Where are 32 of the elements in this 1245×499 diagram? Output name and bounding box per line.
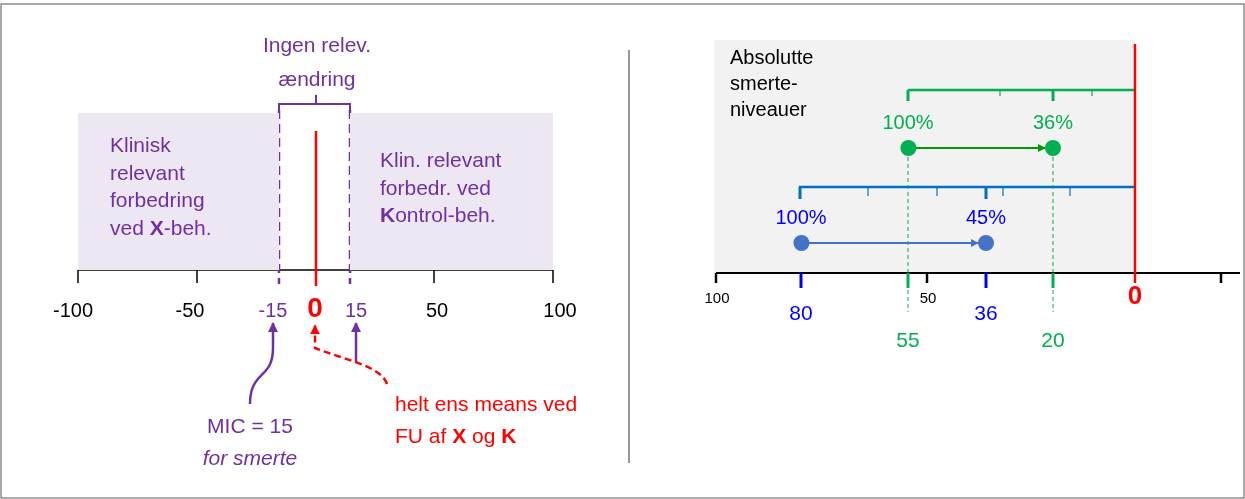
region-label: Klinisk relevant forbedring ved X-beh.: [110, 132, 213, 242]
percent-label: 36%: [1033, 110, 1073, 134]
tick-label: -100: [53, 298, 93, 322]
leader-line: [351, 322, 361, 362]
shaded-region: [350, 113, 553, 270]
tick-label: 50: [919, 289, 937, 307]
tick-label: 15: [344, 299, 368, 321]
tick-label: 100: [543, 298, 577, 322]
tick-label: -50: [175, 298, 205, 322]
tick-label: 100: [704, 289, 730, 307]
tick-label: 80: [789, 300, 813, 326]
bracket-label: Ingen relev. ændring: [261, 32, 373, 92]
tick-label: 20: [1041, 327, 1065, 353]
percent-label: 100%: [775, 205, 827, 229]
arrow: [808, 239, 979, 247]
tick-label: 0: [307, 292, 323, 324]
tick-label: -15: [258, 299, 288, 321]
arrow: [915, 144, 1046, 152]
leader-line: [248, 322, 278, 405]
percent-label: 45%: [966, 205, 1006, 229]
leader-line: [310, 324, 389, 385]
shaded-region: [78, 113, 279, 270]
callout-label: MIC = 15: [206, 413, 294, 439]
callout-label: helt ens means ved FU af X og K: [395, 391, 579, 449]
tick-label: 55: [896, 327, 920, 353]
tick-label: 0: [1127, 280, 1143, 312]
region-label: Klin. relevant forbedr. ved Kontrol-beh.: [380, 147, 503, 229]
callout-note: for smerte: [202, 444, 298, 471]
tick-label: 50: [425, 298, 449, 322]
percent-label: 100%: [882, 110, 934, 134]
tick-label: 36: [974, 300, 998, 326]
panel-title: Absolutte smerte-niveauer: [730, 45, 815, 122]
